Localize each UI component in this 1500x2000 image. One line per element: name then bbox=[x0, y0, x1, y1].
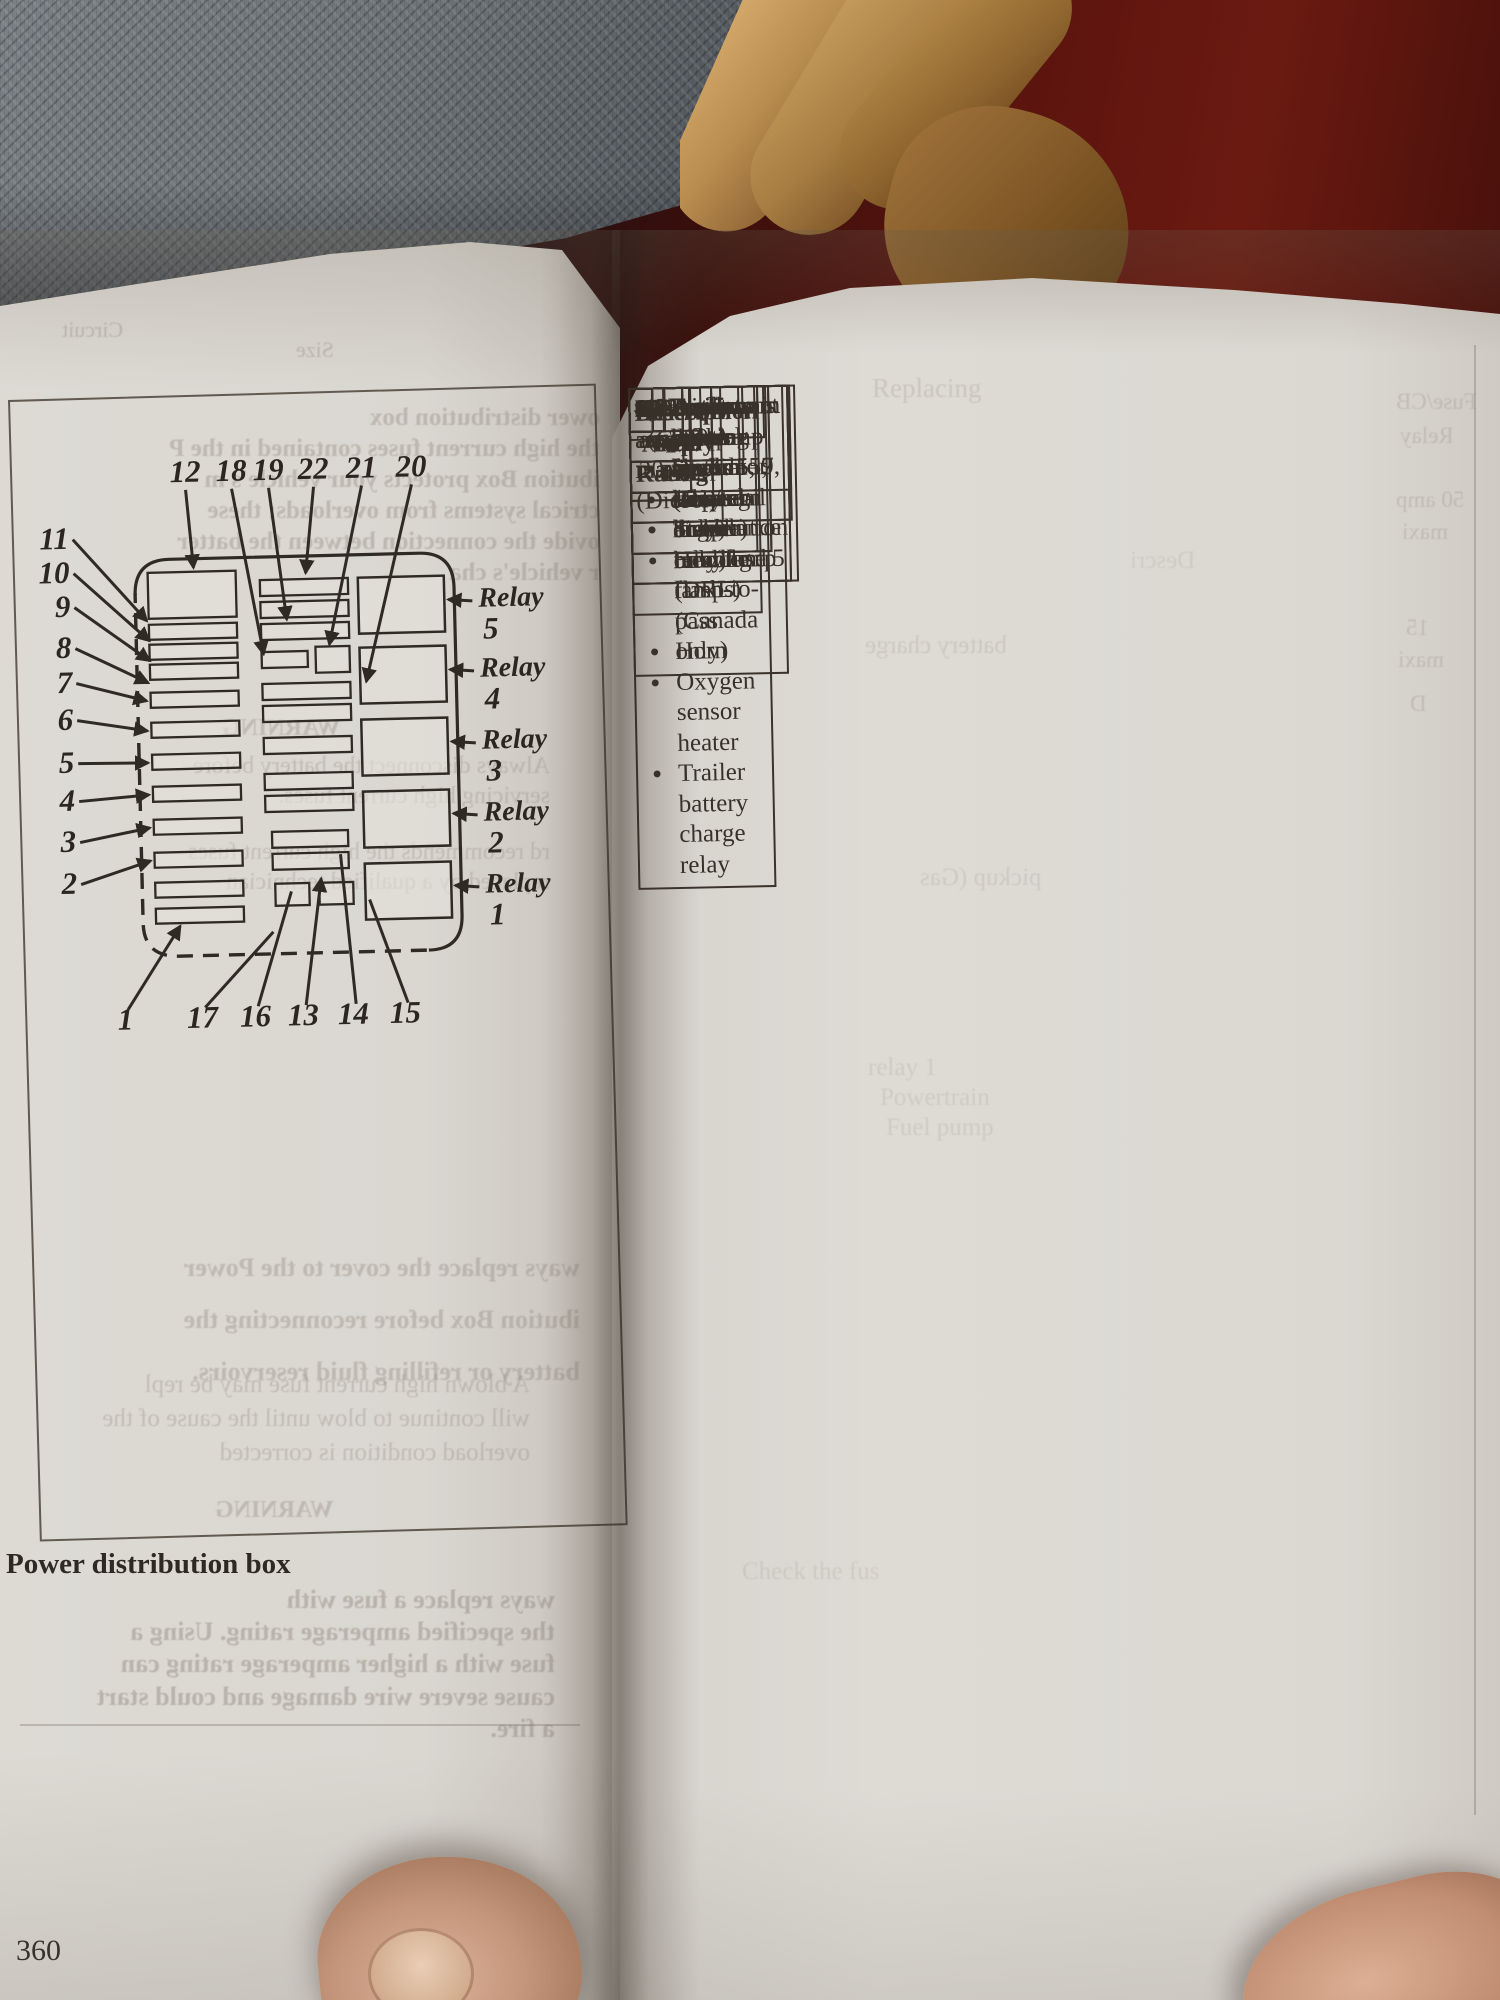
svg-text:9: 9 bbox=[54, 589, 70, 624]
svg-text:4: 4 bbox=[483, 680, 500, 715]
description-item: Trailer battery charge relay bbox=[648, 757, 767, 881]
left-label-arrows bbox=[71, 538, 153, 886]
svg-text:2: 2 bbox=[60, 866, 77, 901]
left-labels: 11 10 9 8 7 6 5 4 3 2 bbox=[38, 521, 153, 901]
svg-text:Relay: Relay bbox=[480, 723, 548, 756]
svg-text:1: 1 bbox=[490, 896, 506, 931]
svg-text:Relay: Relay bbox=[484, 867, 552, 900]
relay-column bbox=[356, 574, 454, 921]
svg-text:2: 2 bbox=[487, 824, 504, 859]
svg-text:12: 12 bbox=[169, 454, 201, 490]
page-edge-line bbox=[1474, 345, 1476, 1815]
svg-text:13: 13 bbox=[287, 997, 319, 1033]
top-labels: 12 18 19 22 21 20 bbox=[169, 448, 427, 684]
svg-text:10: 10 bbox=[38, 555, 70, 591]
top-label-arrows bbox=[184, 484, 413, 684]
svg-text:8: 8 bbox=[55, 630, 72, 665]
svg-text:1: 1 bbox=[117, 1001, 133, 1036]
svg-text:18: 18 bbox=[215, 452, 247, 488]
left-page-number: 360 bbox=[16, 1934, 61, 1967]
svg-text:5: 5 bbox=[483, 610, 499, 645]
svg-text:15: 15 bbox=[389, 994, 421, 1030]
bleedthrough-rule bbox=[20, 1724, 580, 1726]
relay-label-arrows bbox=[445, 592, 480, 894]
bottom-label-lines bbox=[126, 854, 410, 1011]
power-distribution-box-diagram: 12 18 19 22 21 20 11 10 9 8 7 6 5 4 bbox=[38, 448, 552, 1037]
svg-text:7: 7 bbox=[56, 665, 74, 700]
description-item: Oxygen sensor heater bbox=[646, 666, 764, 760]
svg-text:6: 6 bbox=[57, 702, 74, 737]
svg-text:14: 14 bbox=[337, 996, 369, 1032]
svg-text:3: 3 bbox=[485, 752, 502, 787]
figure-caption: Power distribution box bbox=[6, 1548, 291, 1580]
description-item: Fuel pump feed (Gas engine) bbox=[640, 392, 748, 547]
svg-text:3: 3 bbox=[59, 824, 76, 859]
svg-text:11: 11 bbox=[39, 521, 69, 557]
svg-text:17: 17 bbox=[187, 999, 220, 1035]
svg-text:Relay: Relay bbox=[479, 651, 547, 684]
svg-text:21: 21 bbox=[344, 449, 377, 485]
svg-text:19: 19 bbox=[252, 451, 284, 487]
svg-text:4: 4 bbox=[58, 783, 75, 818]
svg-text:16: 16 bbox=[240, 998, 272, 1034]
fuse-description-cell: Fuel pump feed (Gas engine) bbox=[628, 385, 759, 555]
bottom-labels: 1 17 16 13 14 15 bbox=[117, 854, 421, 1037]
box-outline bbox=[133, 551, 464, 958]
svg-text:Relay: Relay bbox=[477, 581, 545, 614]
relay-labels: Relay 5 Relay 4 Relay 3 Relay 2 Relay 1 bbox=[445, 581, 552, 932]
svg-text:5: 5 bbox=[58, 745, 74, 780]
fingernail bbox=[368, 1928, 474, 2000]
svg-text:Relay: Relay bbox=[482, 795, 550, 828]
svg-text:22: 22 bbox=[296, 450, 329, 486]
svg-text:20: 20 bbox=[394, 448, 427, 484]
left-fuse-column bbox=[146, 569, 246, 925]
